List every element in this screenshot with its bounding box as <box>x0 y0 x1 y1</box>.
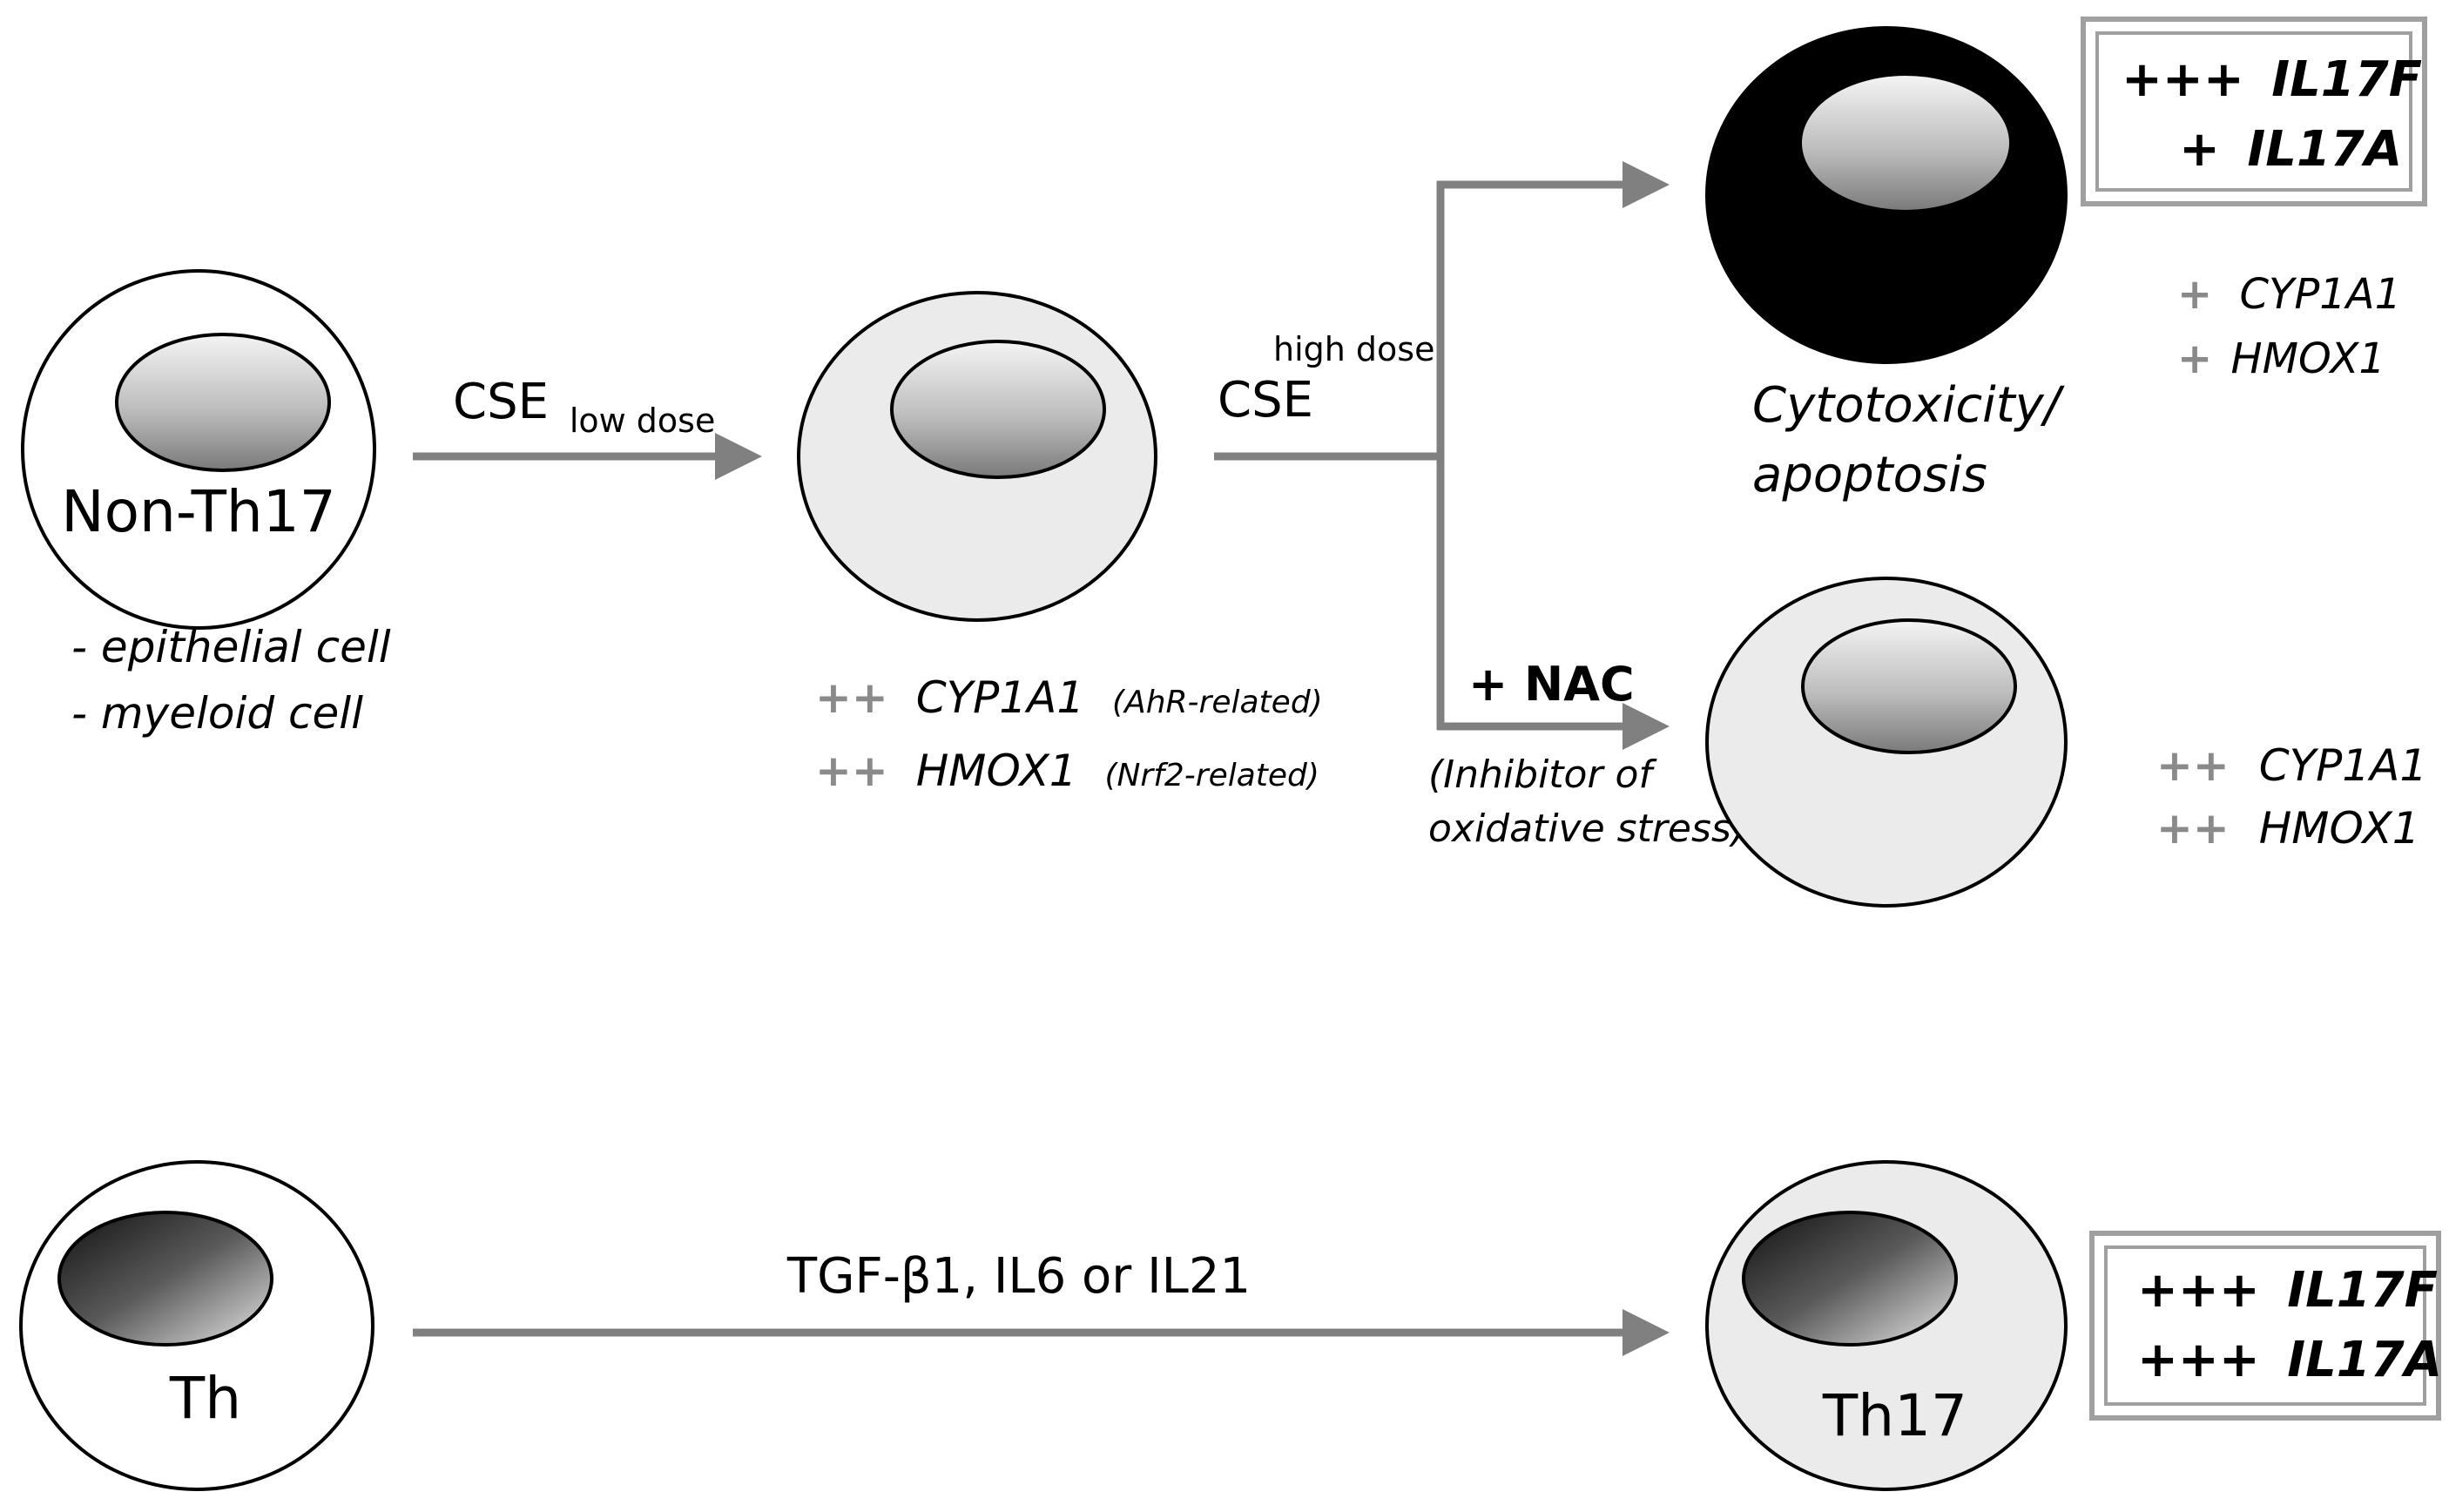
th-nucleus <box>57 1211 273 1347</box>
gene-name: CYP1A1 <box>916 672 1084 723</box>
th17-label: Th17 <box>1822 1382 1967 1449</box>
cse-low-label: CSE low dose <box>453 374 715 440</box>
nac-gene-list: ++ CYP1A1 ++ HMOX1 <box>2156 740 2427 854</box>
th17-il17a: +++ IL17A <box>2137 1332 2442 1388</box>
low-dose-gene-list: ++ CYP1A1 (AhR-related) ++ HMOX1 (Nrf2-r… <box>815 672 1323 796</box>
non-th17-cell: Non-Th17 <box>21 269 376 630</box>
high-dose-gene-list: + CYP1A1 + HMOX1 <box>2177 270 2401 383</box>
th17-nucleus <box>1742 1211 1958 1347</box>
high-dose-gene-hmox1: + HMOX1 <box>2177 334 2385 383</box>
nac-note-line1: (Inhibitor of <box>1428 753 1657 797</box>
th17-il17-box: +++ IL17F +++ IL17A <box>2089 1231 2442 1421</box>
gene-name: CYP1A1 <box>2239 270 2401 319</box>
th17-cell: Th17 <box>1705 1160 2068 1491</box>
th-cell: Th <box>19 1160 374 1491</box>
apoptosis-caption-line1: Cytotoxicity/ <box>1752 377 2065 434</box>
th-label: Th <box>169 1365 241 1432</box>
nac-nucleus <box>1801 618 2017 754</box>
gene-level: ++ <box>2156 803 2230 854</box>
box-gene: IL17A <box>2247 121 2402 178</box>
gene-level: ++ <box>815 746 888 796</box>
cell-type-myeloid: - myeloid cell <box>71 688 363 739</box>
high-dose-gene-cyp1a1: + CYP1A1 <box>2177 270 2401 319</box>
apoptosis-il17-box: +++ IL17F + IL17A <box>2081 17 2427 206</box>
box-level: +++ <box>2122 51 2244 108</box>
gene-level: + <box>2177 334 2212 383</box>
box-gene: IL17F <box>2271 51 2422 108</box>
gene-note: (Nrf2-related) <box>1104 758 1319 793</box>
apoptotic-cell <box>1705 26 2068 364</box>
cse-high-main: CSE <box>1218 372 1313 429</box>
tgf-label: TGF-β1, IL6 or IL21 <box>786 1248 1251 1305</box>
non-th17-label: Non-Th17 <box>61 478 335 545</box>
gene-name: CYP1A1 <box>2259 740 2427 791</box>
low-dose-cell <box>797 291 1157 622</box>
cell-type-epithelial: - epithelial cell <box>71 622 391 672</box>
box-gene: IL17A <box>2287 1332 2442 1388</box>
gene-note: (AhR-related) <box>1112 685 1323 720</box>
box-level: +++ <box>2137 1262 2260 1319</box>
box-level: + <box>2179 121 2220 178</box>
gene-level: ++ <box>815 672 888 723</box>
nac-gene-cyp1a1: ++ CYP1A1 <box>2156 740 2427 791</box>
nac-note-line2: oxidative stress) <box>1428 807 1746 851</box>
cse-low-main: CSE <box>453 374 549 430</box>
gene-name: HMOX1 <box>916 746 1077 796</box>
th17-il17f: +++ IL17F <box>2137 1262 2438 1319</box>
cse-high-dose-arrow <box>1214 161 1670 750</box>
nac-gene-hmox1: ++ HMOX1 <box>2156 803 2420 854</box>
cse-low-sub: low dose <box>570 402 716 440</box>
box-gene: IL17F <box>2287 1262 2438 1319</box>
low-dose-nucleus <box>890 340 1106 479</box>
gene-name: HMOX1 <box>2230 334 2385 383</box>
apoptosis-il17f: +++ IL17F <box>2122 51 2422 108</box>
low-dose-gene-cyp1a1: ++ CYP1A1 (AhR-related) <box>815 672 1323 723</box>
apoptotic-nucleus <box>1800 74 2011 212</box>
non-th17-nucleus <box>115 333 331 472</box>
low-dose-gene-hmox1: ++ HMOX1 (Nrf2-related) <box>815 746 1319 796</box>
gene-level: ++ <box>2156 740 2230 791</box>
nac-cell <box>1705 577 2068 908</box>
box-level: +++ <box>2137 1332 2260 1388</box>
gene-name: HMOX1 <box>2259 803 2420 854</box>
apoptosis-il17a: + IL17A <box>2179 121 2402 178</box>
gene-level: + <box>2177 270 2212 319</box>
nac-label: + NAC <box>1468 657 1635 712</box>
cse-high-sup: high dose <box>1273 330 1434 368</box>
apoptosis-caption-line2: apoptosis <box>1752 447 1987 503</box>
